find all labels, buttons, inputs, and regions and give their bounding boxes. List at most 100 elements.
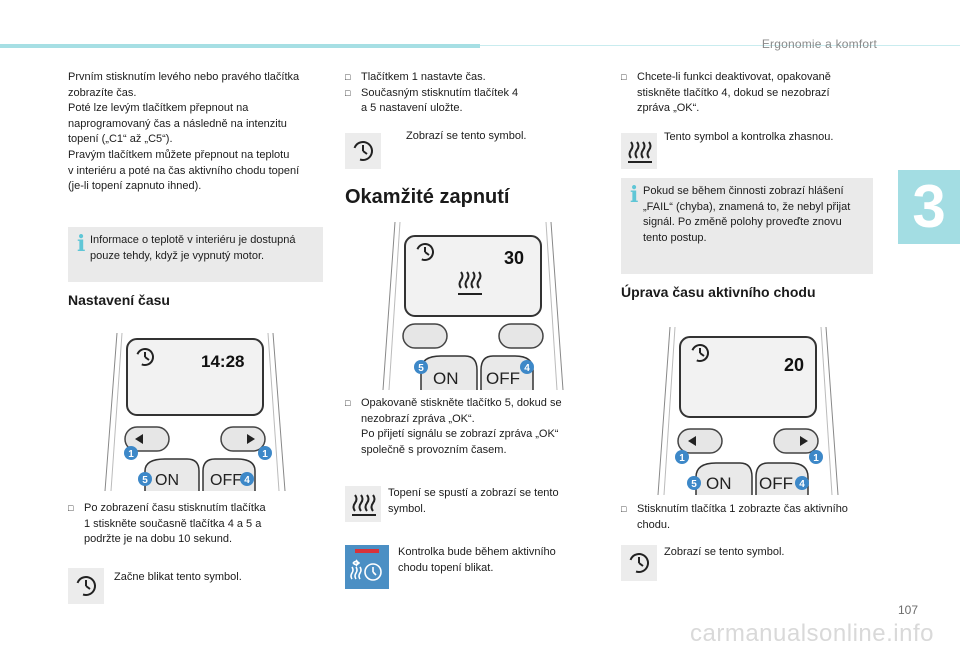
remote-control-illustration: 30 ON OFF 5 4 xyxy=(373,222,573,390)
intro-line: zobrazíte čas. xyxy=(68,86,137,99)
bullet-list: □ Chcete-li funkci deaktivovat, opakovaně… xyxy=(621,70,881,117)
callout-badge xyxy=(258,446,272,460)
intro-line: Prvním stisknutím levého nebo pravého tl… xyxy=(68,71,300,83)
bullet-list: □ Po zobrazení času stisknutím tlačítka 1… xyxy=(68,501,328,548)
bullet-list: □ Stisknutím tlačítka 1 zobrazte čas akti… xyxy=(621,502,881,533)
remote-control-drawing: 20 ON OFF 1 1 5 4 xyxy=(657,327,839,495)
chapter-tab: 3 xyxy=(898,170,960,244)
note-line: Kontrolka bude během aktivního xyxy=(398,546,556,558)
checkbox-bullet-icon: □ xyxy=(621,72,627,82)
bullet-item: podržte je na dobu 10 sekund. xyxy=(68,532,328,548)
bullet-item: 1 stiskněte současně tlačítka 4 a 5 a xyxy=(68,517,328,533)
on-button-label: ON xyxy=(155,472,179,489)
section-heading: Úprava času aktivního chodu xyxy=(621,284,816,300)
bullet-item: □ Stisknutím tlačítka 1 zobrazte čas akti… xyxy=(621,502,881,518)
section-heading: Nastavení času xyxy=(68,292,170,308)
bullet-text: a 5 nastavení uložte. xyxy=(361,102,463,115)
bullet-item: stiskněte tlačítko 4, dokud se nezobrazí xyxy=(621,86,881,102)
callout-badge-label: 4 xyxy=(244,475,250,486)
symbol-note: Tento symbol a kontrolka zhasnou. xyxy=(664,131,834,143)
intro-line: naprogramovaný čas a následně na intenzi… xyxy=(68,117,287,130)
symbol-note: Začne blikat tento symbol. xyxy=(114,571,242,583)
running-head: Ergonomie a komfort xyxy=(761,37,877,51)
timer-icon xyxy=(691,344,709,362)
bullet-item: zpráva „OK“. xyxy=(621,101,881,117)
chapter-number: 3 xyxy=(912,173,946,240)
symbol-note: Kontrolka bude během aktivního chodu top… xyxy=(398,545,608,576)
info-text: Informace o teplotě v interiéru je dostu… xyxy=(90,233,295,264)
intro-line: Pravým tlačítkem můžete přepnout na tepl… xyxy=(68,148,290,161)
bullet-text: podržte je na dobu 10 sekund. xyxy=(84,533,233,546)
bullet-text: Chcete-li funkci deaktivovat, opakovaně xyxy=(637,71,831,83)
remote-control-drawing: 14:28 ON OFF 1 1 5 4 xyxy=(104,333,286,491)
watermark: carmanualsonline.info xyxy=(690,620,934,647)
note-line: symbol. xyxy=(388,502,426,515)
header-rule xyxy=(480,45,960,46)
bullet-text: Po zobrazení času stisknutím tlačítka xyxy=(84,502,266,514)
screen-value: 20 xyxy=(784,355,804,375)
intro-line: topení („C1“ až „C5“). xyxy=(68,133,173,146)
screen-value: 30 xyxy=(504,248,524,268)
off-button-label: OFF xyxy=(486,369,520,388)
timer-symbol-box xyxy=(68,568,104,604)
checkbox-bullet-icon: □ xyxy=(345,72,351,82)
heat-symbol-box xyxy=(621,133,657,169)
callout-badge xyxy=(124,446,138,460)
info-text: Pokud se během činnosti zobrazí hlášení … xyxy=(643,184,850,246)
header-accent-bar xyxy=(0,44,480,48)
bullet-list: □Opakovaně stiskněte tlačítko 5, dokud s… xyxy=(345,396,605,458)
bullet-text: Tlačítkem 1 nastavte čas. xyxy=(361,71,486,83)
callout-badge-label: 5 xyxy=(418,363,424,374)
bullet-item: □ Po zobrazení času stisknutím tlačítka xyxy=(68,501,328,517)
off-button-label: OFF xyxy=(759,474,793,493)
info-icon: i xyxy=(77,231,86,257)
timer-icon xyxy=(136,348,154,366)
callout-badge-label: 1 xyxy=(813,453,819,464)
info-line: signál. Po změně polohy proveďte znovu xyxy=(643,216,842,229)
bullet-text: společně s provozním časem. xyxy=(361,443,507,456)
bullet-item: nezobrazí zpráva „OK“. xyxy=(345,412,605,428)
remote-control-illustration: 14:28 ON OFF 1 1 5 4 xyxy=(95,333,295,491)
bullet-text: Současným stisknutím tlačítek 4 xyxy=(361,86,519,99)
bullet-item: a 5 nastavení uložte. xyxy=(345,101,605,117)
heat-symbol-box xyxy=(345,486,381,522)
intro-line: Poté lze levým tlačítkem přepnout na xyxy=(68,102,249,115)
on-button-label: ON xyxy=(706,474,732,493)
bullet-text: 1 stiskněte současně tlačítka 4 a 5 a xyxy=(84,517,262,530)
bullet-text: zpráva „OK“. xyxy=(637,102,700,115)
info-icon: i xyxy=(630,182,639,208)
info-line: pouze tehdy, když je vypnutý motor. xyxy=(90,249,265,262)
checkbox-bullet-icon: □ xyxy=(621,504,627,514)
remote-control-illustration: 20 ON OFF 1 1 5 4 xyxy=(648,327,848,495)
bullet-item: Po přijetí signálu se zobrazí zpráva „OK… xyxy=(345,427,605,443)
callout-badge xyxy=(414,360,428,374)
bullet-text: Opakovaně stiskněte tlačítko 5, dokud se xyxy=(361,397,562,409)
callout-badge-label: 1 xyxy=(679,453,685,464)
heater-indicator-icon xyxy=(345,545,389,589)
bullet-text: Po přijetí signálu se zobrazí zpráva „OK… xyxy=(361,428,559,441)
callout-badge xyxy=(240,472,254,486)
bullet-text: nezobrazí zpráva „OK“. xyxy=(361,412,475,425)
heat-waves-icon xyxy=(352,494,376,516)
screen-value: 14:28 xyxy=(201,352,244,371)
bullet-list: □ Tlačítkem 1 nastavte čas. □ Současným st… xyxy=(345,70,605,117)
checkbox-bullet-icon: □ xyxy=(68,503,74,513)
info-line: Informace o teplotě v interiéru je dostu… xyxy=(90,234,296,246)
callout-badge xyxy=(795,476,809,490)
bullet-item: □ Chcete-li funkci deaktivovat, opakovaně xyxy=(621,70,881,86)
symbol-note: Zobrazí se tento symbol. xyxy=(664,546,785,558)
info-box: i Pokud se během činnosti zobrazí hlášen… xyxy=(621,178,873,274)
bullet-item: □ Tlačítkem 1 nastavte čas. xyxy=(345,70,605,86)
bullet-text: Stisknutím tlačítka 1 zobrazte čas aktiv… xyxy=(637,503,848,515)
callout-badge-label: 1 xyxy=(262,449,268,460)
intro-line: (je-li topení zapnuto ihned). xyxy=(68,180,202,193)
callout-badge-label: 5 xyxy=(142,475,148,486)
timer-symbol-box xyxy=(345,133,381,169)
info-line: „FAIL“ (chyba), znamená to, že nebyl při… xyxy=(643,200,851,213)
bullet-item: chodu. xyxy=(621,518,881,534)
info-box: i Informace o teplotě v interiéru je dos… xyxy=(68,227,323,282)
heat-waves-icon xyxy=(628,141,652,163)
timer-icon xyxy=(629,553,649,573)
callout-badge-label: 5 xyxy=(691,479,697,490)
timer-symbol-box xyxy=(621,545,657,581)
